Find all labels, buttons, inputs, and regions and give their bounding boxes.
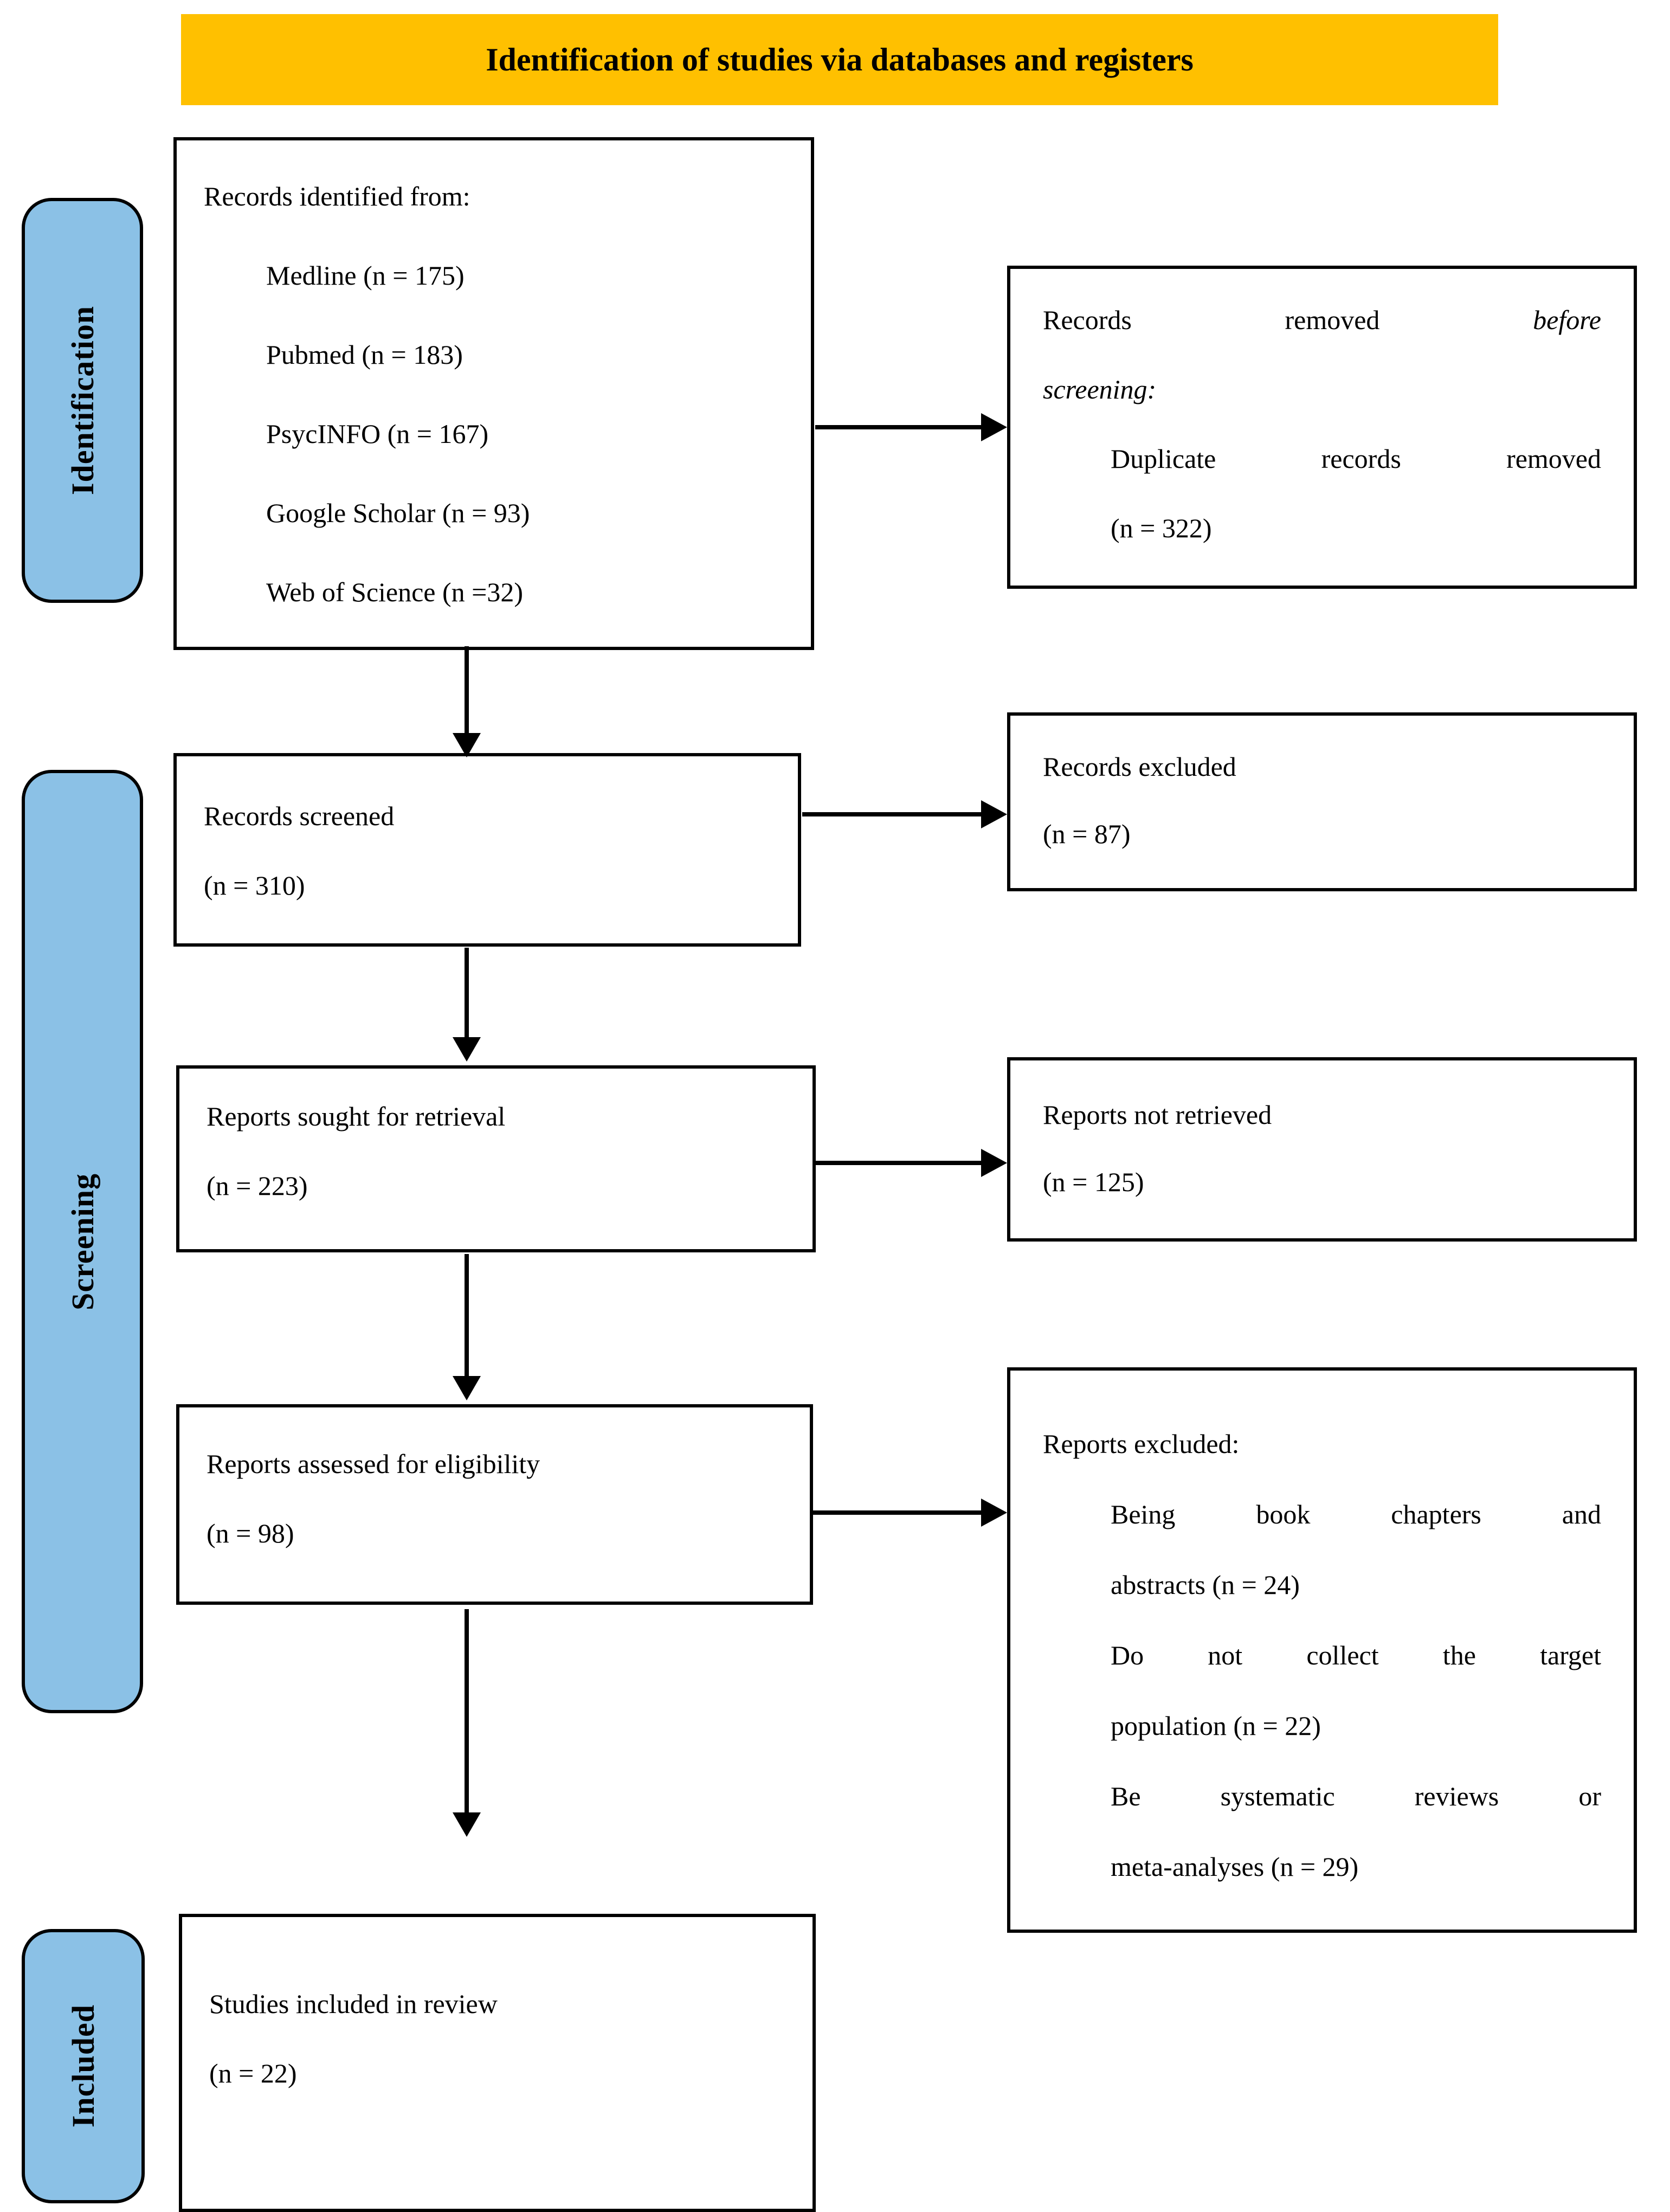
box-records-screened: Records screened (n = 310) [173, 753, 801, 947]
studies-included-line2: (n = 22) [209, 2058, 297, 2088]
arrow-identified-to-removed [815, 425, 983, 429]
arrow-assessed-to-included [465, 1609, 469, 1814]
records-identified-item: PsycINFO (n = 167) [266, 419, 489, 449]
reports-excluded-reason1b: abstracts (n = 24) [1111, 1570, 1300, 1600]
reports-excluded-reason1a: Being book chapters and [1111, 1499, 1601, 1529]
arrow-screened-to-excluded [802, 812, 983, 816]
reports-not-retrieved-line1: Reports not retrieved [1043, 1099, 1272, 1130]
reports-assessed-line2: (n = 98) [207, 1518, 294, 1548]
reports-sought-line2: (n = 223) [207, 1171, 308, 1201]
arrow-assessed-to-included-head [453, 1812, 481, 1837]
records-identified-heading: Records identified from: [204, 181, 470, 211]
reports-excluded-reason3a: Be systematic reviews or [1111, 1781, 1601, 1811]
arrow-identified-to-screened [465, 646, 469, 735]
records-removed-detail1: Duplicate records removed [1111, 443, 1601, 474]
box-reports-sought: Reports sought for retrieval (n = 223) [176, 1065, 816, 1252]
stage-identification-label: Identification [65, 305, 100, 496]
records-identified-item: Pubmed (n = 183) [266, 339, 463, 370]
arrow-identified-to-screened-head [453, 733, 481, 757]
records-removed-line1: Records removed before [1043, 305, 1601, 335]
records-identified-item: Google Scholar (n = 93) [266, 498, 530, 528]
records-identified-item: Medline (n = 175) [266, 260, 465, 291]
records-screened-line2: (n = 310) [204, 870, 305, 901]
arrow-assessed-to-reportsexcluded-head [981, 1499, 1007, 1527]
records-screened-line1: Records screened [204, 801, 395, 831]
box-records-excluded: Records excluded (n = 87) [1007, 712, 1637, 891]
stage-identification: Identification [22, 198, 143, 603]
arrow-screened-to-excluded-head [981, 800, 1007, 828]
reports-excluded-heading: Reports excluded: [1043, 1429, 1240, 1459]
box-reports-excluded: Reports excluded: Being book chapters an… [1007, 1367, 1637, 1933]
reports-not-retrieved-line2: (n = 125) [1043, 1167, 1144, 1197]
arrow-sought-to-assessed [465, 1254, 469, 1378]
stage-screening: Screening [22, 770, 143, 1713]
records-removed-line2: screening: [1043, 374, 1157, 404]
title-banner-label: Identification of studies via databases … [486, 41, 1194, 78]
box-reports-not-retrieved: Reports not retrieved (n = 125) [1007, 1057, 1637, 1242]
stage-included: Included [22, 1929, 145, 2203]
arrow-assessed-to-reportsexcluded [813, 1510, 983, 1515]
stage-screening-label: Screening [65, 1173, 100, 1310]
records-excluded-line1: Records excluded [1043, 751, 1236, 782]
arrow-screened-to-sought-head [453, 1037, 481, 1062]
reports-excluded-reason2b: population (n = 22) [1111, 1711, 1321, 1741]
arrow-identified-to-removed-head [981, 413, 1007, 441]
records-excluded-line2: (n = 87) [1043, 819, 1131, 849]
box-studies-included: Studies included in review (n = 22) [179, 1914, 816, 2212]
reports-sought-line1: Reports sought for retrieval [207, 1101, 506, 1131]
title-banner: Identification of studies via databases … [181, 14, 1498, 105]
studies-included-line1: Studies included in review [209, 1989, 498, 2019]
box-records-removed: Records removed before screening: Duplic… [1007, 266, 1637, 589]
reports-excluded-reason2a: Do not collect the target [1111, 1640, 1601, 1670]
reports-excluded-reason3b: meta-analyses (n = 29) [1111, 1851, 1359, 1882]
arrow-sought-to-notretrieved [816, 1161, 983, 1165]
arrow-screened-to-sought [465, 948, 469, 1039]
records-identified-item: Web of Science (n =32) [266, 577, 523, 607]
box-records-identified: Records identified from: Medline (n = 17… [173, 137, 814, 650]
records-removed-detail2: (n = 322) [1111, 513, 1212, 543]
reports-assessed-line1: Reports assessed for eligibility [207, 1449, 540, 1479]
arrow-sought-to-notretrieved-head [981, 1149, 1007, 1177]
stage-included-label: Included [66, 2004, 101, 2128]
arrow-sought-to-assessed-head [453, 1376, 481, 1400]
box-reports-assessed: Reports assessed for eligibility (n = 98… [176, 1404, 813, 1605]
